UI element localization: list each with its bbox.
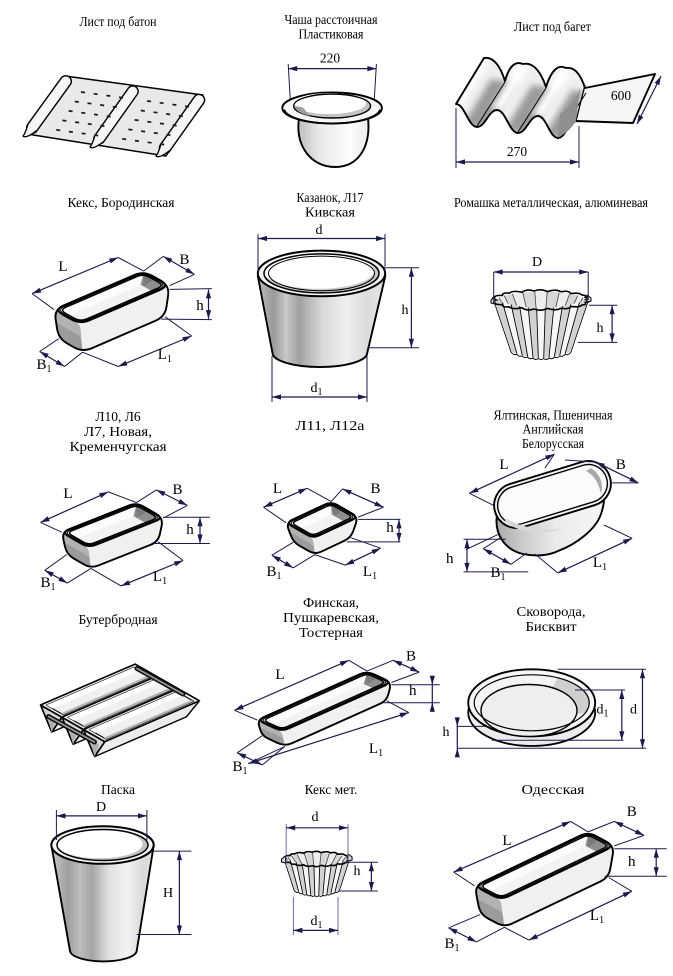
svg-text:B: B xyxy=(172,482,182,498)
svg-text:d: d xyxy=(630,703,637,718)
svg-text:h: h xyxy=(386,520,394,536)
svg-text:Кивская: Кивская xyxy=(305,205,355,220)
svg-text:Английская: Английская xyxy=(523,422,584,437)
svg-text:B1: B1 xyxy=(36,357,51,375)
svg-text:d1: d1 xyxy=(311,914,323,931)
svg-text:h: h xyxy=(597,321,604,336)
svg-text:h: h xyxy=(443,725,450,740)
svg-text:Пушкаревская,: Пушкаревская, xyxy=(283,610,379,625)
svg-text:B: B xyxy=(370,481,380,497)
svg-text:h: h xyxy=(628,854,636,870)
svg-text:H: H xyxy=(163,886,173,901)
svg-text:L: L xyxy=(502,833,511,849)
svg-text:B1: B1 xyxy=(266,564,281,582)
svg-text:h: h xyxy=(186,522,194,538)
svg-text:d: d xyxy=(312,810,319,825)
svg-text:B1: B1 xyxy=(232,759,247,777)
svg-text:Ялтинская, Пшеничная: Ялтинская, Пшеничная xyxy=(494,408,613,423)
svg-text:h: h xyxy=(196,298,204,314)
svg-text:Ромашка металлическая, алюмине: Ромашка металлическая, алюминевая xyxy=(454,195,648,210)
svg-text:Лист под батон: Лист под батон xyxy=(80,14,157,29)
svg-text:L1: L1 xyxy=(369,741,383,759)
svg-text:Белорусская: Белорусская xyxy=(522,436,584,451)
svg-text:B1: B1 xyxy=(490,565,505,583)
svg-text:d1: d1 xyxy=(597,703,609,720)
svg-text:D: D xyxy=(532,255,542,270)
svg-text:h: h xyxy=(409,683,417,699)
svg-text:B: B xyxy=(406,648,416,664)
svg-text:600: 600 xyxy=(611,88,632,103)
svg-text:Финская,: Финская, xyxy=(303,595,359,610)
svg-text:Кекс мет.: Кекс мет. xyxy=(305,782,358,797)
svg-text:L: L xyxy=(499,457,508,473)
svg-text:Л11, Л12а: Л11, Л12а xyxy=(296,418,365,433)
svg-text:220: 220 xyxy=(320,51,341,66)
svg-text:Паска: Паска xyxy=(101,782,135,797)
svg-text:B: B xyxy=(616,457,626,473)
svg-text:B: B xyxy=(627,804,637,820)
svg-text:Казанок, Л17: Казанок, Л17 xyxy=(297,190,364,205)
svg-text:d1: d1 xyxy=(311,381,323,398)
svg-text:L1: L1 xyxy=(153,569,167,587)
svg-text:L1: L1 xyxy=(593,555,607,573)
svg-text:d: d xyxy=(316,223,323,238)
svg-text:L: L xyxy=(58,259,67,275)
svg-text:Кременчугская: Кременчугская xyxy=(70,439,167,454)
svg-text:Лист под багет: Лист под багет xyxy=(514,19,591,34)
svg-text:B1: B1 xyxy=(40,575,55,593)
svg-text:Пластиковая: Пластиковая xyxy=(299,27,364,42)
svg-text:B1: B1 xyxy=(444,936,459,954)
svg-text:L: L xyxy=(275,667,284,683)
svg-text:L1: L1 xyxy=(363,564,377,582)
svg-text:L: L xyxy=(273,481,282,497)
svg-text:Чаша расстоичная: Чаша расстоичная xyxy=(285,12,378,27)
svg-text:B: B xyxy=(179,252,189,268)
svg-text:Бисквит: Бисквит xyxy=(526,619,577,634)
svg-text:Тостерная: Тостерная xyxy=(299,625,363,640)
svg-text:Бутербродная: Бутербродная xyxy=(78,612,157,627)
svg-text:h: h xyxy=(446,551,454,567)
svg-text:Л10, Л6: Л10, Л6 xyxy=(95,409,141,424)
svg-text:h: h xyxy=(402,303,409,318)
svg-text:D: D xyxy=(96,800,106,815)
svg-text:h: h xyxy=(354,864,361,879)
svg-text:Кекс, Бородинская: Кекс, Бородинская xyxy=(68,195,175,210)
svg-text:Сковорода,: Сковорода, xyxy=(517,604,586,619)
svg-text:Одесская: Одесская xyxy=(522,782,585,797)
svg-text:L: L xyxy=(63,486,72,502)
svg-text:L1: L1 xyxy=(158,347,172,365)
svg-text:L1: L1 xyxy=(590,908,604,926)
svg-text:Л7, Новая,: Л7, Новая, xyxy=(84,424,152,439)
svg-text:270: 270 xyxy=(507,144,528,159)
